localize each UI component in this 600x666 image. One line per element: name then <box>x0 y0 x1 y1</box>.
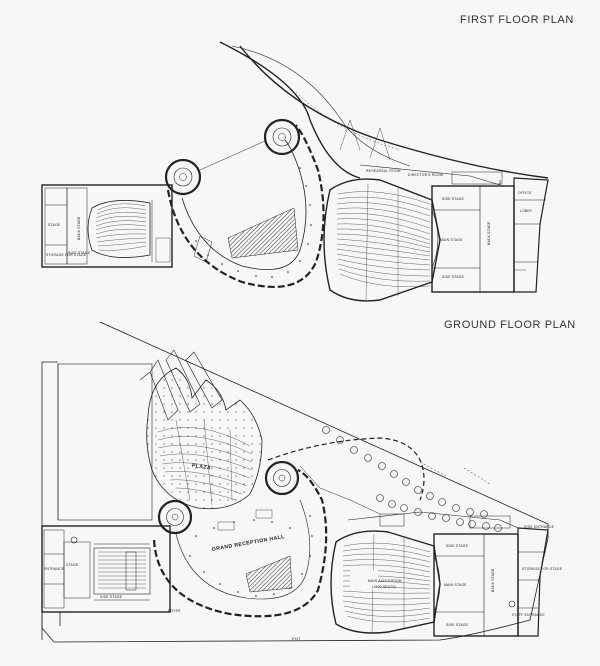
ff-office: OFFICE <box>518 191 532 195</box>
first-sweeping-shell <box>219 41 361 179</box>
ff-back-stage: BACK STAGE <box>487 221 491 245</box>
ff-left-storage: STORAGE FOR STAGE <box>46 253 87 257</box>
first-stair-tower-left <box>164 158 202 196</box>
ground-right-wing <box>517 527 549 637</box>
first-hatched-void <box>227 207 299 259</box>
ff-lobby: LOBBY <box>520 209 533 213</box>
ground-stair-tower-right <box>264 460 300 496</box>
gf-plaza: PLAZA <box>192 463 212 472</box>
gf-side-stage-top: SIDE STAGE <box>446 544 469 548</box>
ff-side-stage-top: SIDE STAGE <box>442 197 465 201</box>
gf-back-stage: BACK STAGE <box>491 568 495 592</box>
gf-stage-storage: STORAGE FOR STAGE <box>522 567 563 571</box>
first-floor-plan-title: FIRST FLOOR PLAN <box>460 14 574 26</box>
gf-staff-entrance: STAFF ENTRANCE <box>512 613 545 617</box>
ground-main-auditorium <box>330 530 441 634</box>
ff-directors-room: DIRECTOR'S ROOM <box>408 173 443 177</box>
first-stair-tower-right <box>263 118 301 156</box>
gf-exit: EXIT <box>292 637 300 641</box>
ff-rehearsal-room: REHEARSAL ROOM <box>366 169 401 173</box>
ground-stair-tower-left <box>157 499 193 535</box>
ff-left-back-stage: BACK STAGE <box>77 216 81 240</box>
ground-left-wing <box>41 525 171 613</box>
ground-floor-plan-title: GROUND FLOOR PLAN <box>444 319 576 331</box>
ground-grand-reception-hall-outer <box>152 469 328 618</box>
first-main-auditorium <box>323 178 441 302</box>
ff-side-stage-bottom: SIDE STAGE <box>442 275 465 279</box>
gf-grand-reception-hall: GRAND RECEPTION HALL <box>211 534 285 553</box>
gf-left-side-stage: SIDE STAGE <box>100 595 123 599</box>
first-right-wing <box>513 177 549 293</box>
gf-foyer: FOYER <box>168 609 181 613</box>
first-curved-gallery-outer <box>166 124 325 289</box>
gf-seats: (1500 SEATS) <box>372 585 396 589</box>
ground-entrance-arc <box>267 437 425 501</box>
first-curved-gallery-inner <box>181 139 307 270</box>
ground-hatched-void <box>245 555 293 593</box>
gf-left-stage: STAGE <box>66 563 79 567</box>
first-floor-labels: SIDE STAGE MAIN STAGE SIDE STAGE BACK ST… <box>46 169 533 279</box>
first-floor-plan <box>41 41 549 302</box>
ground-tree-row <box>322 426 502 532</box>
first-shell-outer <box>239 45 549 179</box>
ff-left-stage: STAGE <box>48 223 61 227</box>
ground-grand-reception-hall-inner <box>175 499 311 600</box>
first-small-theatre <box>87 200 151 258</box>
gf-entrance: ENTRANCE <box>44 567 65 571</box>
ff-left-side-stage: SIDE STAGE <box>68 251 91 255</box>
first-left-wing <box>41 184 173 268</box>
ground-site-boundary <box>41 321 549 643</box>
gf-main-stage: MAIN STAGE <box>444 583 467 587</box>
gf-side-entrance: SIDE ENTRANCE <box>524 525 555 529</box>
gf-main-auditorium: MAIN AUDITORIUM <box>368 579 402 583</box>
ff-main-stage: MAIN STAGE <box>440 238 463 242</box>
gf-side-stage-bottom: SIDE STAGE <box>446 623 469 627</box>
ground-floor-plan <box>41 321 549 643</box>
